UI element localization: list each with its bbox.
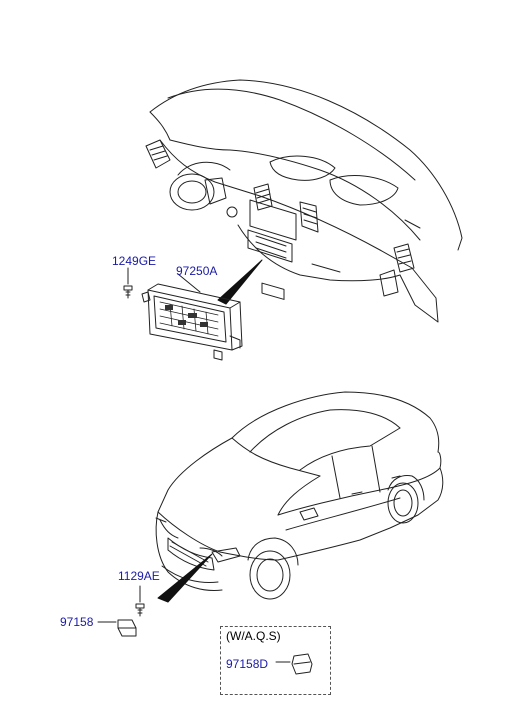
leader-wedge-dash (217, 259, 263, 305)
label-97158: 97158 (60, 615, 94, 629)
label-1249ge: 1249GE (112, 254, 157, 268)
car-illustration (155, 391, 444, 600)
option-box-aqs (220, 626, 331, 695)
sensor-97158-drawing (97, 619, 137, 637)
label-97158d: 97158D (226, 657, 269, 671)
note-aqs: (W/A.Q.S) (226, 629, 281, 643)
screw-1249ge-drawing (123, 267, 133, 299)
leader-97250a (177, 273, 201, 293)
label-97250a: 97250A (176, 264, 218, 278)
climate-control-module (141, 283, 243, 361)
label-1129ae: 1129AE (118, 569, 160, 583)
screw-1129ae-drawing (135, 585, 145, 617)
dashboard-illustration (145, 79, 463, 323)
leader-wedge-car (157, 553, 213, 603)
sensor-97158d-drawing (275, 653, 313, 675)
